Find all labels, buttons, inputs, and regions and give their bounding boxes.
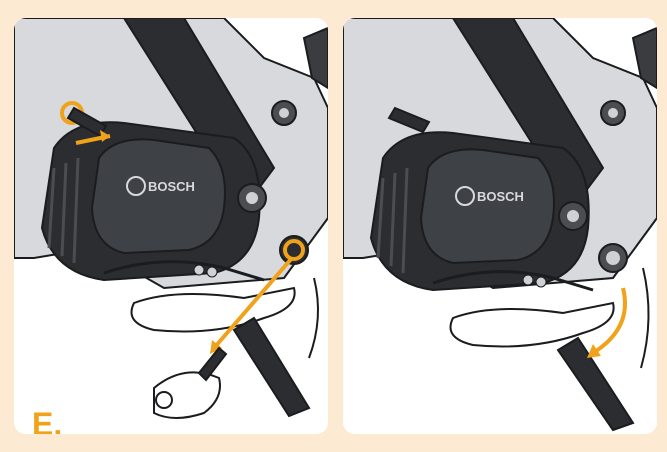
motor-removal-drawing-right: BOSCH bbox=[343, 18, 657, 434]
motor-brand-text: BOSCH bbox=[477, 189, 524, 204]
motor-cable bbox=[103, 260, 265, 282]
connector bbox=[535, 276, 547, 288]
hand-icon bbox=[153, 371, 221, 419]
motor-brand-text: BOSCH bbox=[148, 179, 195, 194]
bolt-icon bbox=[387, 106, 431, 134]
step-label: E. bbox=[32, 406, 63, 434]
loose-cable bbox=[308, 277, 319, 359]
rear-component bbox=[302, 26, 328, 90]
motor-fin bbox=[60, 162, 68, 257]
connector bbox=[206, 266, 218, 278]
bosch-cover bbox=[419, 148, 555, 265]
illustration-panel-left: BOSCH bbox=[14, 18, 328, 434]
torx-key-icon bbox=[197, 346, 228, 382]
loose-cable bbox=[640, 267, 650, 369]
connector bbox=[522, 274, 534, 286]
bolt-icon bbox=[66, 106, 108, 138]
motor-cable bbox=[432, 270, 594, 292]
pivot-center bbox=[246, 192, 258, 204]
rear-component bbox=[631, 26, 657, 90]
crank-arm bbox=[232, 316, 311, 418]
arrow-down-left-icon-head bbox=[210, 340, 222, 354]
curved-arrow-icon bbox=[591, 287, 627, 355]
illustration-panel-right: BOSCH bbox=[343, 18, 657, 434]
motor-fin bbox=[72, 157, 80, 264]
motor-fin bbox=[401, 167, 409, 274]
motor-fin bbox=[376, 177, 385, 259]
motor-fin bbox=[389, 172, 397, 267]
mount-hole-center bbox=[606, 251, 620, 265]
curved-arrow-icon-head bbox=[587, 344, 601, 358]
hand-icon bbox=[449, 301, 615, 348]
torx-key-head bbox=[155, 391, 173, 409]
connector bbox=[193, 264, 205, 276]
arrow-right-icon-head bbox=[100, 130, 110, 142]
crank-arm bbox=[556, 336, 635, 432]
pivot-center bbox=[567, 210, 579, 222]
bosch-logo-icon bbox=[455, 186, 475, 206]
bolt-highlight bbox=[283, 239, 305, 261]
arrow-down-left-icon bbox=[212, 256, 294, 350]
motor-removal-drawing-left: BOSCH bbox=[14, 18, 328, 434]
bosch-logo-icon bbox=[126, 176, 146, 196]
motor-fin bbox=[47, 167, 56, 249]
bosch-cover bbox=[90, 138, 226, 255]
bolt-center bbox=[279, 108, 289, 118]
bolt-center bbox=[608, 108, 618, 118]
